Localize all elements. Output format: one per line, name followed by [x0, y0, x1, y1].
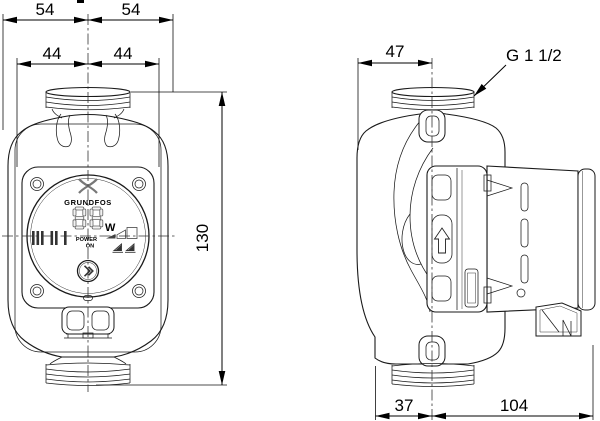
pump-icons [112, 243, 136, 253]
housing-bump [401, 213, 422, 265]
plate-screw-icons [30, 177, 146, 298]
housing-curve-outer [393, 119, 431, 313]
side-bottom-thread [391, 335, 475, 387]
dim-130: 130 [193, 224, 212, 252]
front-view: GRUNDFOS W [2, 0, 176, 392]
edge-mark [77, 0, 84, 3]
right-ear [104, 113, 121, 148]
front-dimensions: 54 54 44 44 130 [2, 0, 227, 386]
terminal-box [535, 302, 582, 337]
housing-curve-inner [409, 147, 434, 281]
up-arrow-icon [433, 227, 451, 254]
brand-text: GRUNDFOS [64, 198, 112, 207]
motor-end-cap [577, 168, 596, 311]
dim-104: 104 [500, 396, 528, 415]
control-box [426, 165, 492, 313]
left-ear [55, 113, 72, 148]
dim-44-left: 44 [43, 44, 62, 63]
side-dimensions: 47 G 1 1/2 37 104 [357, 42, 594, 420]
signal-bars-icon [32, 231, 67, 245]
dim-54-left: 54 [36, 0, 55, 19]
power-label-text: POWER [76, 237, 97, 243]
seven-segment-display-icon [72, 206, 104, 230]
dim-54-right: 54 [122, 0, 141, 19]
dim-37: 37 [395, 396, 414, 415]
side-view [356, 58, 596, 420]
thread-size-label: G 1 1/2 [506, 46, 562, 65]
dim-47: 47 [386, 42, 405, 61]
stator-housing [486, 165, 579, 313]
watt-unit-text: W [105, 222, 116, 234]
on-label-text: ON [86, 244, 94, 250]
dim-44-right: 44 [114, 44, 133, 63]
